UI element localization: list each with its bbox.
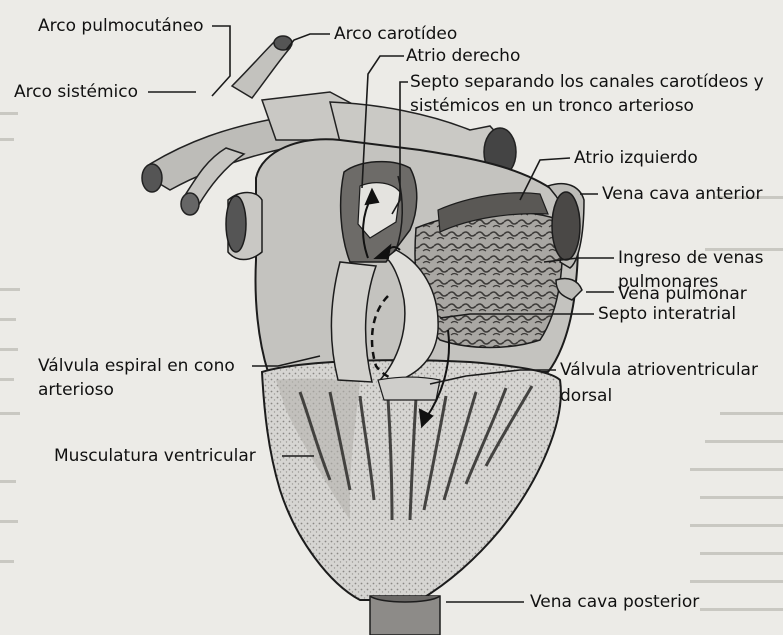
label-septo-line-2: sistémicos en un tronco arterioso <box>410 94 694 118</box>
label-arco-carotideo: Arco carotídeo <box>334 22 457 46</box>
heart-body <box>226 139 584 635</box>
label-valvula-av-line-2: dorsal <box>560 384 612 408</box>
label-arco-sistemico: Arco sistémico <box>14 80 138 104</box>
label-atrio-izquierdo: Atrio izquierdo <box>574 146 698 170</box>
label-ingreso-line-1: Ingreso de venas <box>618 246 764 270</box>
label-musculatura-ventricular: Musculatura ventricular <box>54 444 256 468</box>
label-valvula-espiral-line-2: arterioso <box>38 378 114 402</box>
label-arco-pulmocutaneo: Arco pulmocutáneo <box>38 14 203 38</box>
label-septo-line-1: Septo separando los canales carotídeos y <box>410 70 764 94</box>
label-atrio-derecho: Atrio derecho <box>406 44 520 68</box>
label-vena-cava-anterior: Vena cava anterior <box>602 182 762 206</box>
label-vena-cava-posterior: Vena cava posterior <box>530 590 699 614</box>
label-valvula-av-line-1: Válvula atrioventricular <box>560 358 758 382</box>
label-valvula-espiral-line-1: Válvula espiral en cono <box>38 354 235 378</box>
label-septo-interatrial: Septo interatrial <box>598 302 736 326</box>
